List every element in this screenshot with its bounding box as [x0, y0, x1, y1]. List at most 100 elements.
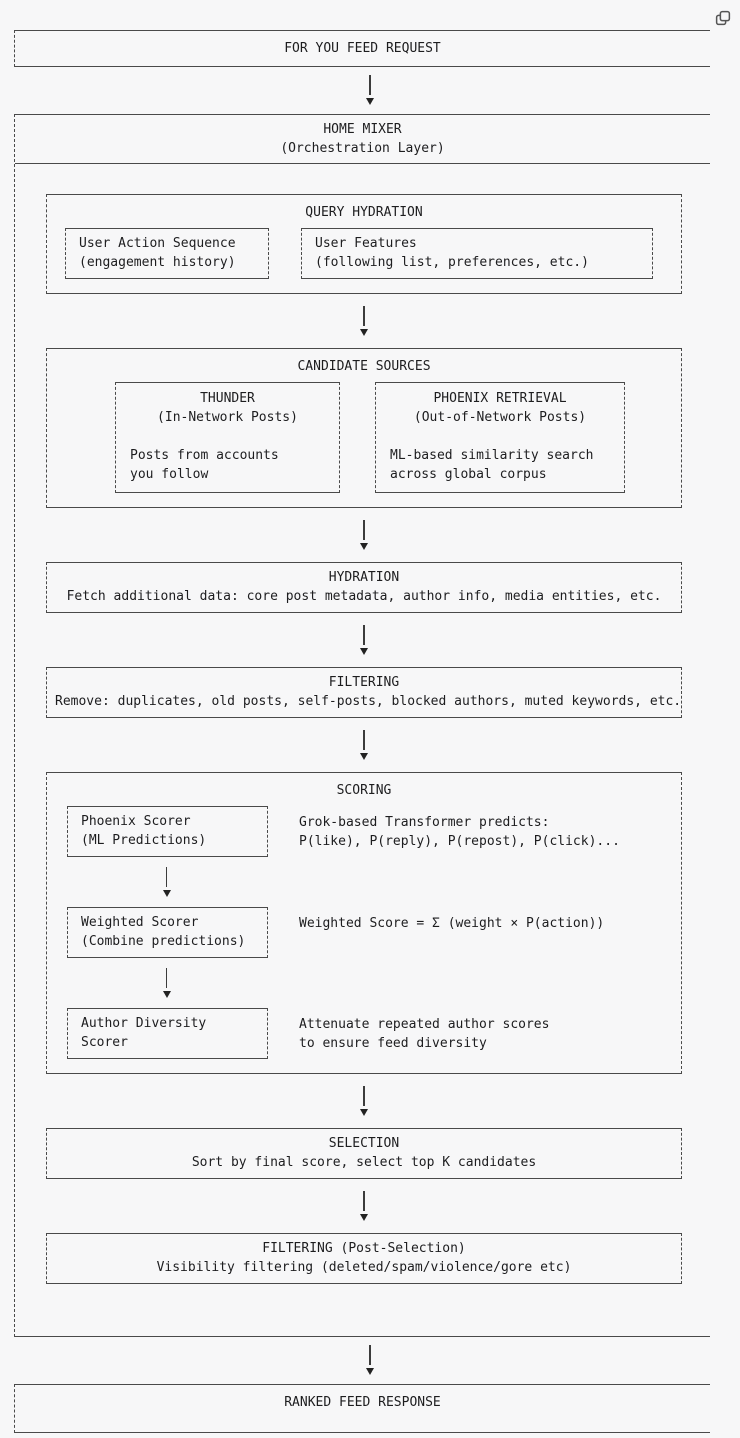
- node-title: PHOENIX RETRIEVAL: [433, 391, 567, 406]
- node-thunder: THUNDER (In-Network Posts) Posts from ac…: [115, 382, 340, 493]
- node-description: ML-based similarity search: [390, 448, 594, 463]
- scoring-note: Attenuate repeated author scores to ensu…: [299, 1008, 549, 1053]
- arrow-head-icon: [360, 329, 368, 336]
- node-label: Weighted Scorer: [81, 915, 199, 930]
- flow-arrow-down: [46, 306, 682, 336]
- node-label: User Action Sequence: [79, 236, 236, 251]
- scoring-row-phoenix: Phoenix Scorer (ML Predictions) Grok-bas…: [65, 806, 663, 857]
- note-text: P(like), P(reply), P(repost), P(click)..…: [299, 834, 620, 849]
- arrow-stem: [363, 730, 365, 750]
- node-ranked-feed-response: RANKED FEED RESPONSE: [14, 1384, 710, 1433]
- copy-icon-glyph: [715, 10, 731, 26]
- arrow-stem: [165, 968, 168, 988]
- arrow-head-icon: [360, 1214, 368, 1221]
- node-user-features: User Features (following list, preferenc…: [301, 228, 653, 279]
- node-title: HOME MIXER: [323, 122, 402, 137]
- node-description: Remove: duplicates, old posts, self-post…: [55, 694, 682, 709]
- arrow-stem: [363, 520, 365, 540]
- flow-arrow-down: [46, 730, 682, 760]
- flow-arrow-down: [46, 625, 682, 655]
- arrow-stem: [369, 75, 371, 95]
- query-hydration-row: User Action Sequence (engagement history…: [65, 228, 663, 279]
- arrow-head-icon: [366, 98, 374, 105]
- node-author-diversity-scorer: Author Diversity Scorer: [67, 1008, 268, 1059]
- arrow-stem: [363, 1191, 365, 1211]
- arrow-head-icon: [360, 753, 368, 760]
- node-title: HYDRATION: [328, 570, 400, 585]
- node-query-hydration: QUERY HYDRATION User Action Sequence (en…: [46, 194, 682, 294]
- arrow-stem: [363, 1086, 365, 1106]
- node-sublabel: (ML Predictions): [81, 833, 207, 848]
- node-label: Phoenix Scorer: [81, 814, 191, 829]
- node-candidate-sources: CANDIDATE SOURCES THUNDER (In-Network Po…: [46, 348, 682, 508]
- note-text: to ensure feed diversity: [299, 1036, 487, 1051]
- node-title: THUNDER: [200, 391, 255, 406]
- flow-arrow-down: [46, 520, 682, 550]
- node-selection: SELECTION Sort by final score, select to…: [46, 1128, 682, 1179]
- node-phoenix-scorer: Phoenix Scorer (ML Predictions): [67, 806, 268, 857]
- node-subtitle: (Orchestration Layer): [280, 141, 445, 156]
- node-title: SELECTION: [328, 1136, 400, 1151]
- flow-arrow-down: [0, 1345, 740, 1375]
- node-label: Author Diversity: [81, 1016, 207, 1031]
- candidate-sources-row: THUNDER (In-Network Posts) Posts from ac…: [65, 382, 663, 493]
- arrow-head-icon: [360, 648, 368, 655]
- scoring-row-weighted: Weighted Scorer (Combine predictions) We…: [65, 907, 663, 958]
- home-mixer-content: QUERY HYDRATION User Action Sequence (en…: [15, 164, 710, 1336]
- node-label: User Features: [315, 236, 417, 251]
- arrow-head-icon: [360, 1109, 368, 1116]
- flow-arrow-down: [0, 75, 740, 105]
- node-sublabel: (engagement history): [79, 255, 236, 270]
- arrow-head-icon: [366, 1368, 374, 1375]
- arrow-stem: [369, 1345, 371, 1365]
- arrow-head-icon: [360, 543, 368, 550]
- node-title: RANKED FEED RESPONSE: [284, 1395, 441, 1410]
- node-phoenix-retrieval: PHOENIX RETRIEVAL (Out-of-Network Posts)…: [375, 382, 625, 493]
- node-sublabel: Scorer: [81, 1035, 128, 1050]
- flow-arrow-down: [162, 968, 171, 998]
- node-title: SCORING: [336, 783, 392, 798]
- node-weighted-scorer: Weighted Scorer (Combine predictions): [67, 907, 268, 958]
- note-text: Grok-based Transformer predicts:: [299, 815, 550, 830]
- arrow-stem: [363, 625, 365, 645]
- node-sublabel: (following list, preferences, etc.): [315, 255, 589, 270]
- node-description: Visibility filtering (deleted/spam/viole…: [156, 1260, 572, 1275]
- node-user-action-sequence: User Action Sequence (engagement history…: [65, 228, 269, 279]
- node-subtitle: (Out-of-Network Posts): [413, 410, 587, 425]
- spacer: [116, 427, 339, 446]
- flow-arrow-down: [46, 1086, 682, 1116]
- arrow-head-icon: [162, 890, 171, 897]
- node-sublabel: (Combine predictions): [81, 934, 246, 949]
- node-title: FOR YOU FEED REQUEST: [284, 41, 441, 56]
- node-scoring: SCORING Phoenix Scorer (ML Predictions) …: [46, 772, 682, 1074]
- node-subtitle: (In-Network Posts): [157, 410, 298, 425]
- node-description: you follow: [130, 467, 209, 482]
- node-home-mixer: HOME MIXER (Orchestration Layer) QUERY H…: [14, 114, 710, 1337]
- flow-arrow-down: [162, 867, 171, 897]
- node-post-selection-filtering: FILTERING (Post-Selection) Visibility fi…: [46, 1233, 682, 1284]
- note-text: Weighted Score = Σ (weight × P(action)): [299, 916, 605, 931]
- arrow-stem: [165, 867, 168, 887]
- scoring-arrow-wrap: [65, 958, 268, 1008]
- node-filtering: FILTERING Remove: duplicates, old posts,…: [46, 667, 682, 718]
- node-title: QUERY HYDRATION: [305, 205, 423, 220]
- node-description: Fetch additional data: core post metadat…: [66, 589, 662, 604]
- arrow-stem: [363, 306, 365, 326]
- node-title: FILTERING (Post-Selection): [262, 1241, 466, 1256]
- scoring-note: Grok-based Transformer predicts: P(like)…: [299, 806, 620, 851]
- node-title: FILTERING: [328, 675, 400, 690]
- node-description: Posts from accounts: [130, 448, 279, 463]
- node-hydration: HYDRATION Fetch additional data: core po…: [46, 562, 682, 613]
- scoring-note: Weighted Score = Σ (weight × P(action)): [299, 907, 604, 933]
- node-title: CANDIDATE SOURCES: [297, 359, 431, 374]
- spacer: [376, 427, 624, 446]
- copy-icon[interactable]: [712, 7, 734, 29]
- arrow-head-icon: [162, 991, 171, 998]
- home-mixer-header: HOME MIXER (Orchestration Layer): [15, 115, 710, 164]
- node-description: across global corpus: [390, 467, 547, 482]
- note-text: Attenuate repeated author scores: [299, 1017, 550, 1032]
- scoring-arrow-wrap: [65, 857, 268, 907]
- scoring-row-author-diversity: Author Diversity Scorer Attenuate repeat…: [65, 1008, 663, 1059]
- node-description: Sort by final score, select top K candid…: [191, 1155, 537, 1170]
